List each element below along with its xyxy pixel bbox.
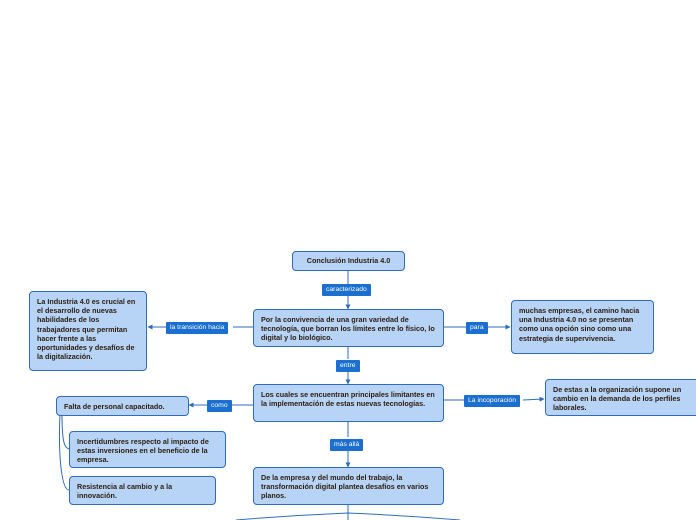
link-offscreen-left [235, 512, 349, 520]
label-mas-alla[interactable]: más allá [330, 439, 364, 451]
node-falta[interactable]: Falta de personal capacitado. [56, 396, 189, 416]
node-incertidumbres[interactable]: Incertidumbres respecto al impacto de es… [69, 431, 226, 468]
node-organizacion[interactable]: De estas a la organización supone un cam… [545, 379, 696, 416]
node-camino[interactable]: muchas empresas, el camino hacia una Ind… [511, 300, 654, 354]
node-transformacion[interactable]: De la empresa y del mundo del trabajo, l… [253, 467, 444, 505]
label-transicion[interactable]: la transición hacia [166, 322, 229, 334]
label-para[interactable]: para [466, 322, 488, 334]
label-entre[interactable]: entre [336, 360, 360, 372]
link-offscreen-right [347, 512, 461, 520]
label-incorporacion[interactable]: La incoporación [464, 395, 520, 407]
node-limitantes[interactable]: Los cuales se encuentran principales lim… [253, 384, 444, 422]
node-resistencia[interactable]: Resistencia al cambio y a la innovación. [69, 476, 216, 505]
link-falta-resistencia [58, 414, 70, 491]
node-habilidades[interactable]: La Industria 4.0 es crucial en el desarr… [29, 291, 147, 371]
link-falta-incertidumbres [61, 414, 71, 450]
node-root[interactable]: Conclusión Industria 4.0 [292, 251, 405, 271]
link-incorporacion-organizacion [522, 396, 545, 402]
label-como[interactable]: como [207, 400, 232, 412]
node-convivencia[interactable]: Por la convivencia de una gran variedad … [253, 309, 444, 347]
label-caracterizado[interactable]: caracterizado [322, 284, 371, 296]
